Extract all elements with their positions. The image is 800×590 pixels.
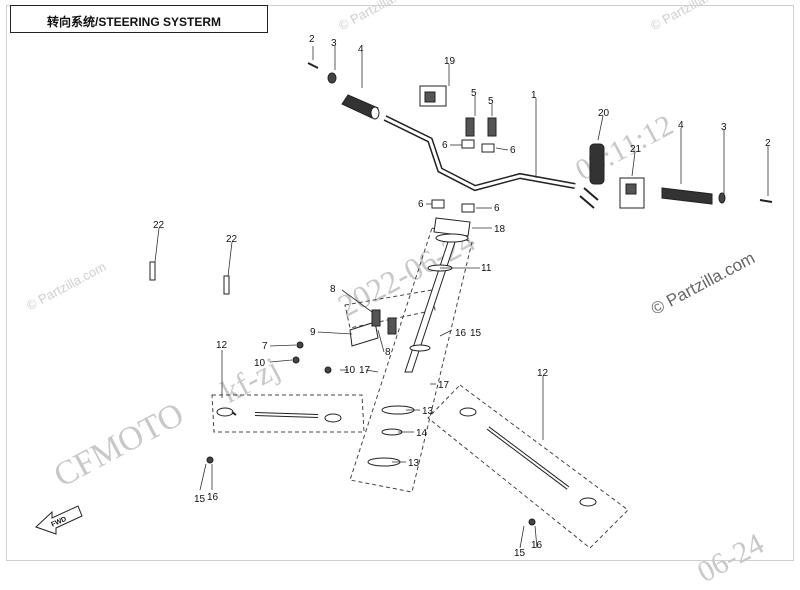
bracket-nut-center — [324, 366, 332, 374]
tie-rod-left — [216, 407, 342, 423]
lower-bushings — [367, 405, 415, 467]
callout-number: 7 — [262, 341, 268, 352]
callout-number: 13 — [408, 458, 420, 469]
callout-number: 3 — [331, 38, 337, 49]
callout-number: 12 — [216, 340, 228, 351]
parts-diagram: 转向系统/STEERING SYSTERM CFMOTO kf-zj 2022-… — [6, 0, 794, 589]
end-cap-right — [718, 192, 726, 204]
grip-right — [661, 187, 713, 205]
callout-number: 12 — [537, 368, 549, 379]
callout-number: 6 — [418, 199, 424, 210]
parts-drawing: 1 2 2 3 3 4 4 5 5 6 6 6 6 7 8 8 9 10 10 … — [35, 34, 773, 559]
title-box: 转向系统/STEERING SYSTERM — [10, 5, 268, 33]
end-screw-right — [759, 199, 773, 203]
bracket-bolt — [296, 341, 304, 349]
callout-number: 6 — [494, 203, 500, 214]
tie-rod-nut-left — [206, 456, 214, 464]
callout-number: 17 — [359, 365, 371, 376]
callout-number: 21 — [630, 144, 642, 155]
leader-lines — [154, 46, 769, 549]
callout-number: 16 — [207, 492, 219, 503]
callout-number: 15 — [470, 328, 482, 339]
callout-number: 3 — [721, 122, 727, 133]
callout-number: 19 — [444, 56, 456, 67]
steering-shaft — [404, 241, 456, 373]
callout-number: 8 — [385, 347, 391, 358]
callout-number: 17 — [438, 380, 450, 391]
callout-number: 15 — [514, 548, 526, 559]
callout-number: 5 — [488, 96, 494, 107]
handlebar — [383, 115, 576, 192]
callout-number: 5 — [471, 88, 477, 99]
left-switch — [419, 85, 447, 107]
callout-number: 4 — [358, 44, 364, 55]
callout-number: 22 — [153, 220, 165, 231]
callout-number: 15 — [194, 494, 206, 505]
callout-number: 1 — [531, 90, 537, 101]
end-cap-left — [327, 72, 337, 84]
callout-number: 9 — [310, 327, 316, 338]
callout-number: 2 — [765, 138, 771, 149]
cotter-pin — [149, 261, 230, 295]
tie-rod-nut-right — [528, 518, 536, 526]
callout-number: 18 — [494, 224, 506, 235]
bracket-nut-left — [292, 356, 300, 364]
column-bracket — [349, 309, 397, 347]
bracket-box — [344, 289, 436, 329]
ignition-switch — [579, 143, 605, 209]
callout-number: 10 — [344, 365, 356, 376]
clamp-bolts — [465, 117, 497, 137]
callout-number: 8 — [330, 284, 336, 295]
callout-number: 13 — [422, 406, 434, 417]
callout-number: 2 — [309, 34, 315, 45]
tie-rod-right — [459, 407, 597, 507]
tie-rod-box-left — [211, 394, 365, 433]
callout-number: 20 — [598, 108, 610, 119]
column-top-clamp — [433, 217, 471, 243]
end-screw-left — [307, 62, 319, 69]
callout-number: 14 — [416, 428, 428, 439]
callout-number: 22 — [226, 234, 238, 245]
tie-rod-box-right — [427, 384, 629, 549]
clamp-collars — [431, 139, 495, 213]
diagram-title: 转向系统/STEERING SYSTERM — [47, 15, 222, 29]
callout-number: 10 — [254, 358, 266, 369]
callout-number: 6 — [510, 145, 516, 156]
callout-number: 4 — [678, 120, 684, 131]
callout-numbers: 1 2 2 3 3 4 4 5 5 6 6 6 6 7 8 8 9 10 10 … — [153, 34, 771, 559]
right-switch — [619, 177, 645, 209]
callout-number: 16 — [455, 328, 467, 339]
callout-number: 16 — [531, 540, 543, 551]
fwd-arrow — [35, 505, 83, 535]
callout-number: 6 — [442, 140, 448, 151]
grip-left — [341, 94, 380, 120]
callout-number: 11 — [481, 263, 492, 274]
